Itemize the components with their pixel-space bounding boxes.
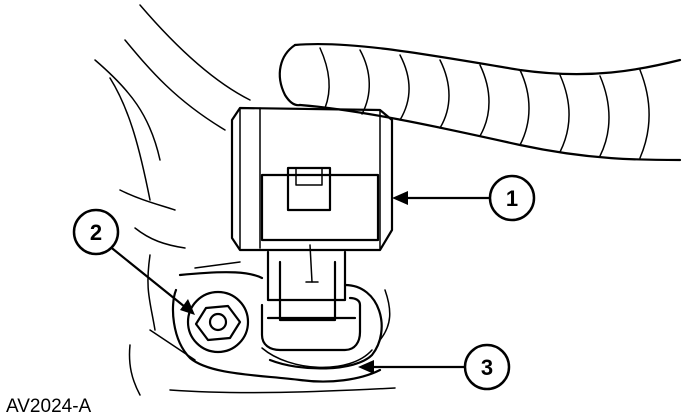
callout-circle xyxy=(72,208,120,256)
callout-2: 2 xyxy=(72,208,120,256)
callout-1: 1 xyxy=(488,174,536,222)
callout-number: 1 xyxy=(506,186,518,211)
wiring-harness xyxy=(278,42,682,162)
electrical-connector xyxy=(230,106,394,252)
leader-arrow-3 xyxy=(358,360,467,374)
leader-arrow-1 xyxy=(392,191,492,205)
callout-circle xyxy=(488,174,536,222)
leader-arrow-2 xyxy=(106,243,195,315)
callout-circle xyxy=(463,343,511,391)
figure-id-label: AV2024-A xyxy=(6,396,92,417)
mounting-bracket xyxy=(171,261,382,383)
hex-bolt xyxy=(194,304,242,342)
sensor-body xyxy=(260,244,383,370)
callout-number: 3 xyxy=(481,355,493,380)
callout-number: 2 xyxy=(90,220,102,245)
engine-background-lines xyxy=(94,4,396,396)
callout-3: 3 xyxy=(463,343,511,391)
